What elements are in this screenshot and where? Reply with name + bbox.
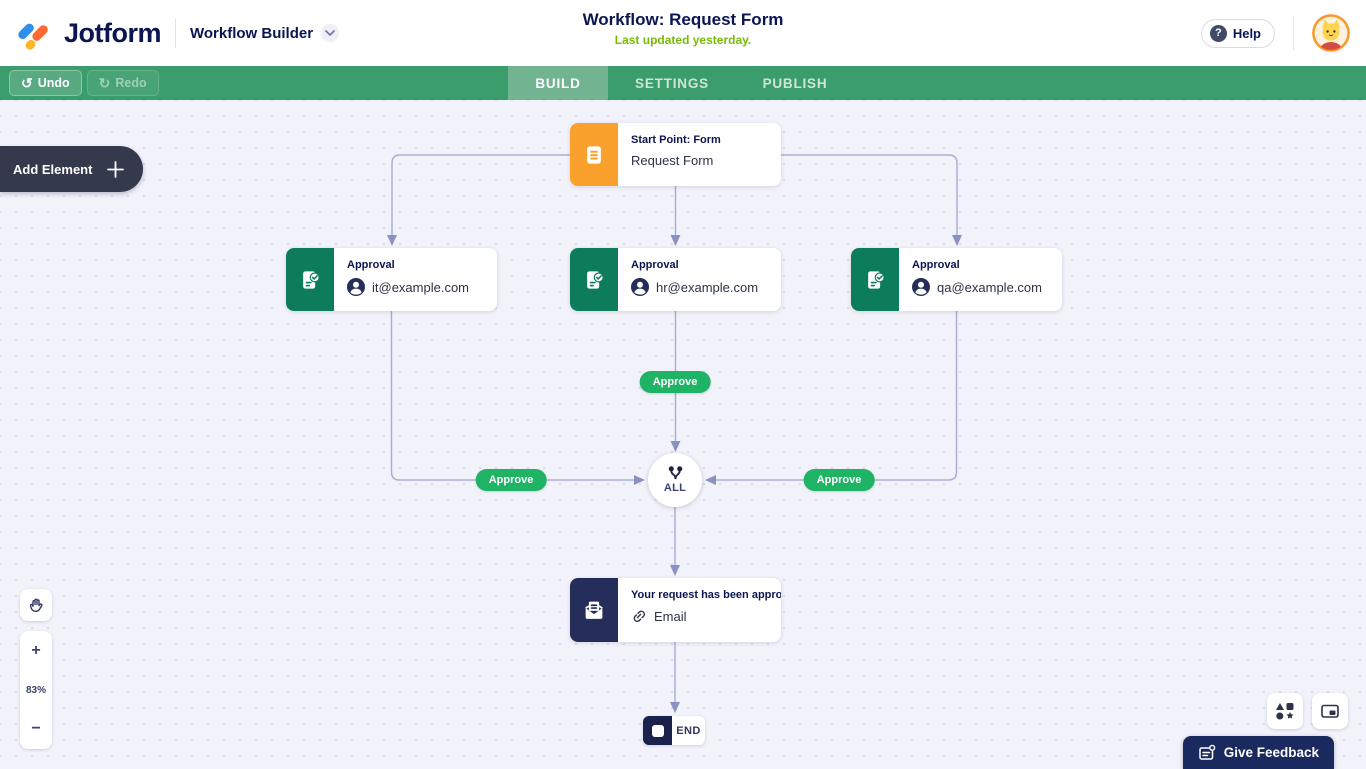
person-icon (347, 278, 365, 296)
plus-icon (107, 160, 125, 178)
add-element-label: Add Element (13, 161, 93, 177)
hand-icon (29, 598, 43, 612)
panel-icon (1321, 704, 1339, 718)
feedback-label: Give Feedback (1223, 745, 1319, 760)
redo-button[interactable]: ↻ Redo (86, 70, 159, 96)
node-value: hr@example.com (656, 279, 759, 295)
give-feedback-button[interactable]: Give Feedback (1182, 736, 1334, 769)
add-element-button[interactable]: Add Element (0, 146, 143, 192)
minimap-toggle-button[interactable] (1312, 693, 1348, 729)
redo-label: Redo (115, 76, 147, 90)
feedback-icon (1198, 744, 1215, 760)
app-header: Jotform Workflow Builder Workflow: Reque… (0, 0, 1366, 66)
node-value: qa@example.com (937, 279, 1042, 295)
avatar[interactable] (1312, 14, 1350, 52)
builder-tabs: BUILD SETTINGS PUBLISH (508, 66, 854, 100)
node-value: it@example.com (372, 279, 470, 295)
person-icon (631, 278, 649, 296)
elements-overview-button[interactable] (1267, 693, 1303, 729)
node-end[interactable]: END (643, 716, 705, 745)
shapes-icon (1276, 703, 1294, 720)
zoom-out-button[interactable]: − (31, 720, 41, 737)
zoom-level: 83% (25, 684, 46, 696)
pan-tool-button[interactable] (20, 589, 52, 621)
zoom-controls: + 83% − (20, 631, 52, 749)
workflow-builder-dropdown[interactable]: Workflow Builder (190, 24, 340, 42)
chevron-down-icon[interactable] (321, 24, 340, 42)
undo-button[interactable]: ↺ Undo (9, 70, 82, 96)
node-approval-it[interactable]: Approval it@example.com (286, 248, 497, 311)
builder-toolbar: ↺ Undo ↻ Redo BUILD SETTINGS PUBLISH (0, 66, 1366, 100)
node-type-label: Approval (347, 259, 395, 271)
node-approval-hr[interactable]: Approval hr@example.com (570, 248, 781, 311)
redo-icon: ↻ (98, 75, 111, 91)
node-merge-all[interactable]: ALL (648, 453, 702, 507)
tab-build[interactable]: BUILD (508, 66, 608, 100)
node-start-form[interactable]: Start Point: Form Request Form (570, 123, 781, 186)
branch-label-approve-left[interactable]: Approve (475, 469, 547, 491)
app-name-label: Workflow Builder (190, 24, 314, 42)
help-label: Help (1232, 25, 1261, 41)
branch-label-approve-right[interactable]: Approve (803, 469, 875, 491)
merge-icon (668, 466, 682, 480)
approval-icon (851, 248, 899, 311)
tab-settings[interactable]: SETTINGS (635, 75, 709, 91)
approval-icon (286, 248, 334, 311)
node-email[interactable]: Your request has been appro... Email (570, 578, 781, 642)
stop-icon (643, 716, 672, 745)
brand-name: Jotform (64, 17, 162, 48)
end-label: END (676, 724, 701, 737)
email-icon (570, 578, 618, 642)
node-type-label: Approval (631, 259, 679, 271)
node-value: Request Form (631, 153, 714, 168)
header-right: ? Help (1200, 14, 1350, 52)
connector-lines (387, 154, 962, 713)
branch-label-approve-middle[interactable]: Approve (639, 371, 711, 393)
jotform-logo-icon (18, 23, 48, 50)
node-type-label: Start Point: Form (631, 134, 721, 146)
node-value: Email (654, 608, 687, 624)
question-mark-icon: ? (1209, 24, 1227, 42)
zoom-in-button[interactable]: + (31, 642, 41, 659)
undo-label: Undo (37, 76, 70, 90)
node-type-label: Approval (912, 259, 960, 271)
header-divider (175, 18, 176, 48)
node-type-label: Your request has been appro... (631, 589, 781, 601)
link-icon (633, 610, 645, 622)
jotform-logo[interactable]: Jotform (16, 14, 162, 52)
merge-label: ALL (663, 482, 687, 494)
approval-icon (570, 248, 618, 311)
header-divider (1293, 16, 1294, 50)
node-approval-qa[interactable]: Approval qa@example.com (851, 248, 1062, 311)
undo-redo-group: ↺ Undo ↻ Redo (9, 70, 159, 96)
form-icon (570, 123, 618, 186)
workflow-canvas[interactable]: Start Point: Form Request Form Approval … (0, 100, 1366, 769)
undo-icon: ↺ (21, 75, 33, 91)
tab-publish[interactable]: PUBLISH (762, 75, 828, 91)
help-button[interactable]: ? Help (1200, 18, 1275, 48)
person-icon (912, 278, 930, 296)
